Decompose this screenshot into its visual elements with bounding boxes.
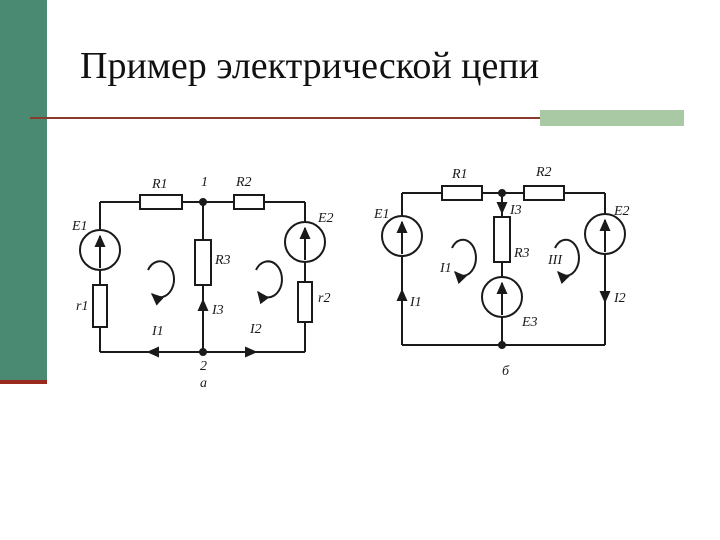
resistor-r2 <box>233 194 265 210</box>
loop-arrow-right <box>554 238 580 284</box>
source-e3 <box>481 276 523 318</box>
node-top-dot <box>498 189 506 197</box>
circuit-b-labels: R1 R2 E1 E2 I3 R3 I1 III I1 I2 E3 б <box>373 165 630 379</box>
slide-accent-bar <box>0 0 47 383</box>
source-e1 <box>79 229 121 271</box>
caption-b: б <box>502 364 510 379</box>
label-r1-internal: r1 <box>76 299 88 314</box>
label-loop-2: III <box>547 253 563 268</box>
label-loop-1: I1 <box>439 261 452 276</box>
label-r2: R2 <box>535 165 552 180</box>
node-bottom-dot <box>498 341 506 349</box>
caption-a: а <box>200 376 207 391</box>
label-i2: I2 <box>249 322 262 337</box>
slide-title: Пример электрической цепи <box>80 45 540 87</box>
label-r1: R1 <box>451 167 468 182</box>
label-i3: I3 <box>211 303 224 318</box>
resistor-r1 <box>441 185 483 201</box>
label-r3: R3 <box>513 246 530 261</box>
loop-arrow-left <box>147 260 175 306</box>
title-underline <box>30 117 684 119</box>
label-i3: I3 <box>509 203 522 218</box>
label-i1: I1 <box>151 324 164 339</box>
source-e1 <box>381 215 423 257</box>
label-i2: I2 <box>613 291 626 306</box>
label-node-2: 2 <box>200 359 207 374</box>
loop-arrow-left <box>451 238 477 284</box>
resistor-r3 <box>493 216 511 263</box>
label-node-1: 1 <box>201 175 208 190</box>
resistor-r1-internal <box>92 284 108 328</box>
source-e2 <box>584 213 626 255</box>
label-e2: E2 <box>317 211 334 226</box>
loop-arrow-right <box>255 260 283 305</box>
label-e2: E2 <box>613 204 630 219</box>
label-e3: E3 <box>521 315 538 330</box>
label-r2-internal: r2 <box>318 291 330 306</box>
resistor-r3 <box>194 239 212 286</box>
resistor-r1 <box>139 194 183 210</box>
resistor-r2 <box>523 185 565 201</box>
label-r2: R2 <box>235 175 252 190</box>
label-e1: E1 <box>71 219 88 234</box>
resistor-r2-internal <box>297 281 313 323</box>
title-accent-block <box>540 110 684 126</box>
label-r1: R1 <box>151 177 168 192</box>
circuit-a-labels: R1 R2 1 E1 E2 R3 r1 r2 I3 I1 I2 2 а <box>71 175 334 391</box>
label-e1: E1 <box>373 207 390 222</box>
slide-accent-bar-edge <box>0 380 47 384</box>
node-1-dot <box>199 198 207 206</box>
circuit-a <box>79 194 326 358</box>
label-i1: I1 <box>409 295 422 310</box>
label-r3: R3 <box>214 253 231 268</box>
source-e2 <box>284 221 326 263</box>
circuit-b <box>381 185 626 349</box>
node-2-dot <box>199 348 207 356</box>
